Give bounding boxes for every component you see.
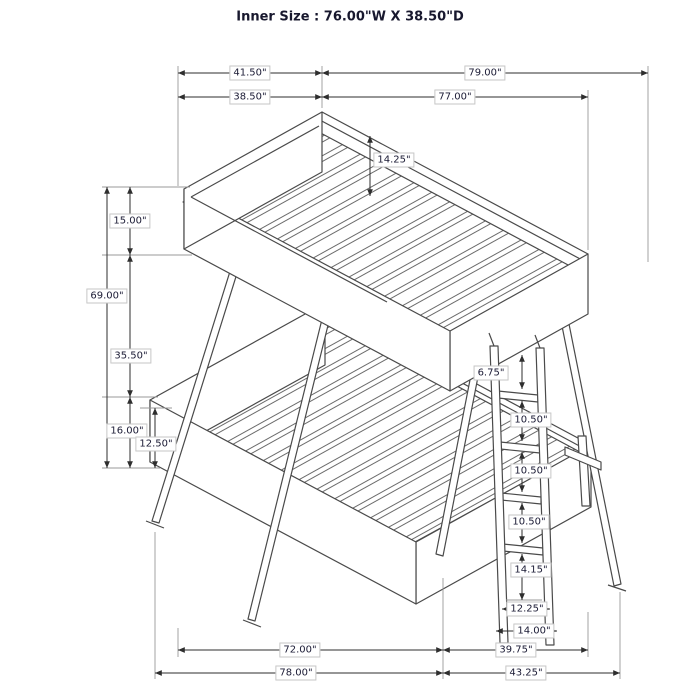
dim-bottom-length-inner: 72.00" — [279, 642, 321, 658]
dim-top-width-inner: 38.50" — [229, 89, 271, 105]
dim-lower-bunk-height: 16.00" — [106, 423, 148, 439]
dim-bottom-width-inner: 39.75" — [495, 642, 537, 658]
upper-bunk — [182, 111, 589, 392]
dim-ladder-bottom-gap: 14.15" — [510, 562, 552, 578]
dim-ladder-width-inner: 12.25" — [506, 601, 548, 617]
dim-bottom-width-outer: 43.25" — [505, 665, 547, 681]
dim-length-inner: 77.00" — [434, 89, 476, 105]
dim-upper-bunk-depth: 14.25" — [373, 152, 415, 168]
dim-overall-height: 69.00" — [86, 288, 128, 304]
dim-bunk-gap: 35.50" — [110, 348, 152, 364]
dim-bottom-length-outer: 78.00" — [275, 665, 317, 681]
dim-rung-spacing-2: 10.50" — [510, 463, 552, 479]
dim-length-outer: 79.00" — [464, 65, 506, 81]
dim-lower-rail-height: 12.50" — [135, 436, 177, 452]
lower-guard-bracket — [564, 435, 602, 507]
dim-upper-rail-height: 15.00" — [109, 213, 151, 229]
inner-size-title: Inner Size : 76.00"W X 38.50"D — [236, 9, 464, 25]
dim-rung-spacing-3: 10.50" — [508, 514, 550, 530]
dim-rung-spacing-1: 10.50" — [510, 412, 552, 428]
dim-ladder-top-gap: 6.75" — [473, 365, 509, 381]
dim-ladder-width-outer: 14.00" — [513, 623, 555, 639]
dim-top-width-outer: 41.50" — [229, 65, 271, 81]
